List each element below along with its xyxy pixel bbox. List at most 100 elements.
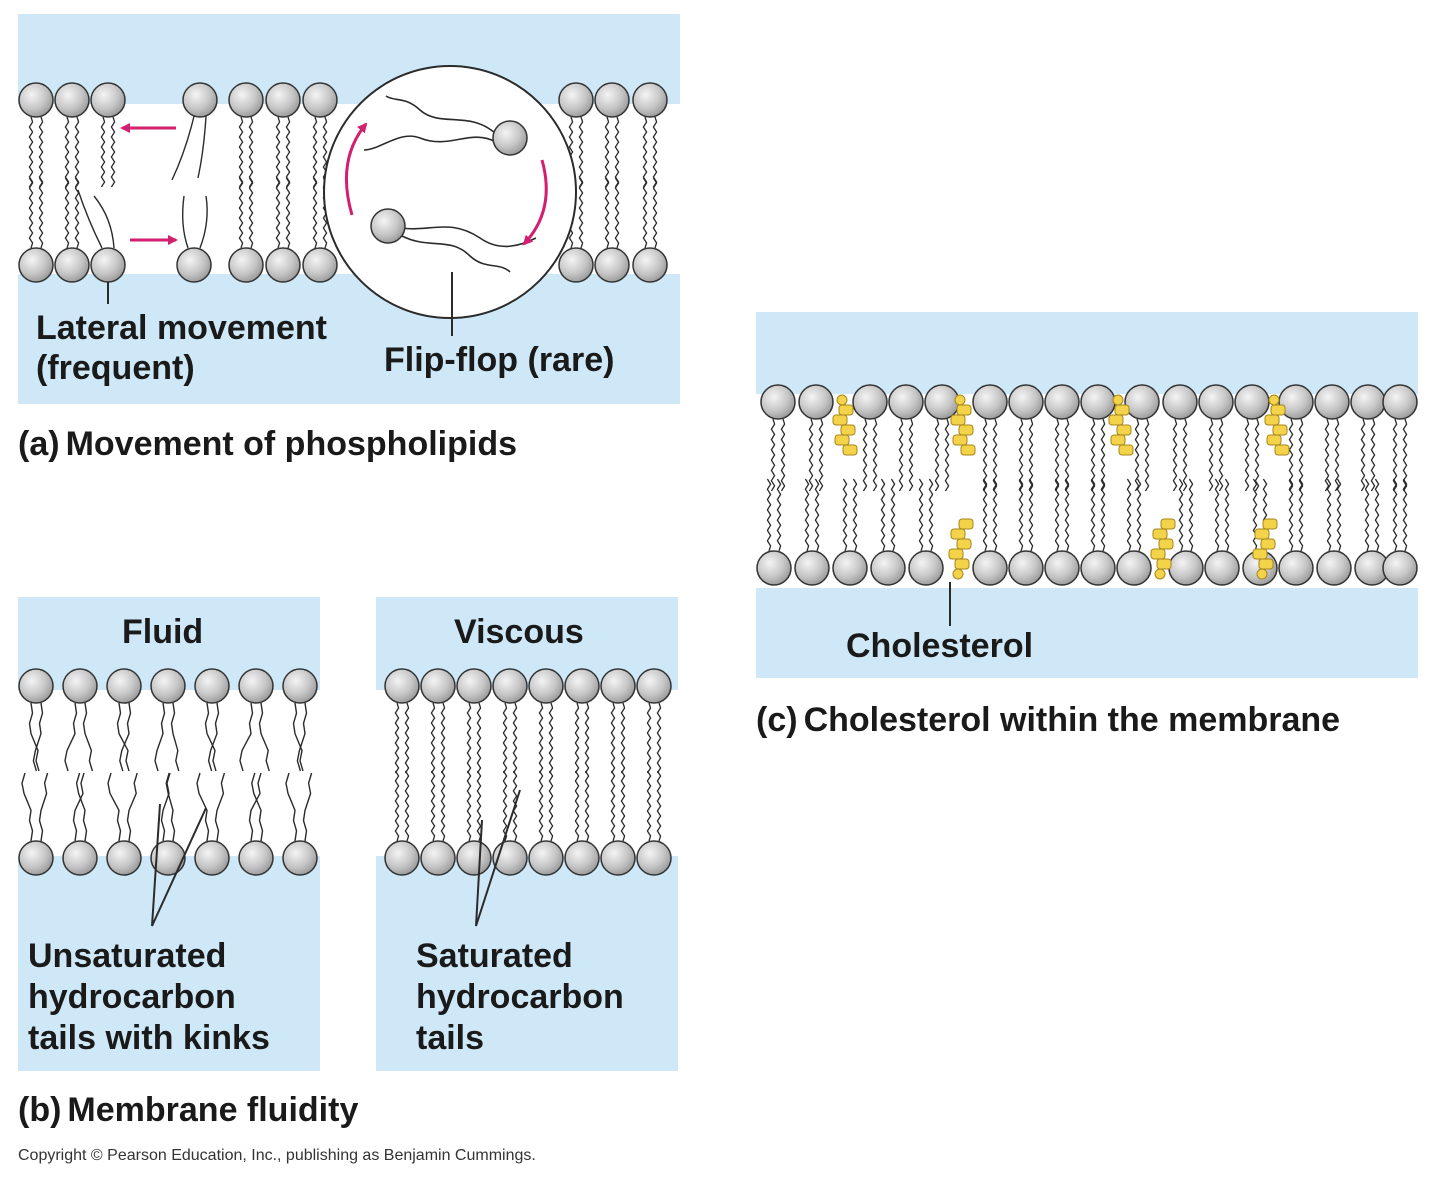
cholesterol-ring [1156, 558, 1172, 570]
hydrocarbon-tail [171, 115, 195, 181]
cholesterol-molecules [832, 394, 1290, 580]
phospholipid-head [1080, 384, 1116, 420]
kinked-tail [28, 702, 40, 772]
hydrocarbon-tail [275, 116, 281, 188]
hydrocarbon-tail [584, 770, 590, 842]
cholesterol-ring [838, 404, 854, 416]
hydrocarbon-tail [401, 226, 537, 248]
phospholipid-head [1044, 384, 1080, 420]
hydrocarbon-tail [1054, 478, 1060, 552]
phospholipid-head [62, 668, 98, 704]
cholesterol-ring [834, 434, 850, 446]
phospholipid-head [564, 668, 600, 704]
cholesterol-ring [1160, 518, 1176, 530]
phospholipid-head [972, 550, 1008, 586]
hydrocarbon-tail [944, 418, 950, 492]
cholesterol-ring [1116, 424, 1132, 436]
hydrocarbon-tail [77, 189, 103, 249]
hydrocarbon-tail [1018, 418, 1024, 492]
lateral-movement-label-line2: (frequent) [36, 349, 195, 387]
hydrocarbon-tail [285, 116, 291, 188]
phospholipid-head [972, 384, 1008, 420]
cholesterol-ring [1110, 434, 1126, 446]
cholesterol-ring [842, 444, 858, 456]
phospholipid-head [1382, 384, 1418, 420]
kinked-tail [258, 702, 270, 772]
hydrocarbon-tail [652, 177, 658, 249]
phospholipid-head [1008, 550, 1044, 586]
cholesterol-molecule [1150, 518, 1176, 580]
phospholipid-head [1198, 384, 1234, 420]
hydrocarbon-tail [646, 770, 652, 842]
cholesterol-ring [1118, 444, 1134, 456]
cholesterol-hydroxyl [1256, 568, 1268, 580]
phospholipid-head [1316, 550, 1352, 586]
phospholipid-head [528, 668, 564, 704]
cholesterol-ring [950, 414, 966, 426]
hydrocarbon-tail [604, 177, 610, 249]
caption-b-letter: (b) [18, 1091, 62, 1129]
hydrocarbon-tail [401, 235, 511, 273]
cholesterol-molecule [950, 394, 976, 456]
hydrocarbon-tail [804, 478, 810, 552]
hydrocarbon-tail [385, 95, 497, 135]
hydrocarbon-tail [1208, 418, 1214, 492]
phospholipid-head [18, 668, 54, 704]
phospholipid-head [1314, 384, 1350, 420]
lateral-movement-label-line1: Lateral movement [36, 309, 327, 347]
phospholipid-head [282, 668, 318, 704]
kinked-tail [302, 772, 313, 842]
flip-flop-arrow-right [522, 159, 548, 246]
caption-a-text: Movement of phospholipids [65, 425, 517, 463]
hydrocarbon-tail [100, 116, 106, 188]
phospholipid-head [632, 82, 668, 118]
hydrocarbon-tail [1288, 418, 1294, 492]
phospholipid-head [384, 668, 420, 704]
phospholipid-head [1350, 384, 1386, 420]
hydrocarbon-tail [394, 702, 400, 774]
phospholipid-head [182, 82, 218, 118]
saturated-label-line2: hydrocarbon [416, 978, 624, 1016]
hydrocarbon-tail [1028, 478, 1034, 552]
phospholipid-head [150, 840, 186, 876]
cholesterol-ring [952, 434, 968, 446]
phospholipid-head [150, 668, 186, 704]
phospholipid-head [1278, 550, 1314, 586]
hydrocarbon-tail [1100, 418, 1106, 492]
hydrocarbon-tail [578, 116, 584, 188]
saturated-leader-line [475, 789, 521, 927]
hydrocarbon-tail [394, 770, 400, 842]
hydrocarbon-tail [574, 702, 580, 774]
hydrocarbon-tail [862, 418, 868, 492]
cholesterol-ring [1270, 404, 1286, 416]
phospholipid-head [194, 668, 230, 704]
hydrocarbon-tail [1188, 478, 1194, 552]
hydrocarbon-tail [1218, 418, 1224, 492]
phospholipid-head [492, 668, 528, 704]
cholesterol-label: Cholesterol [846, 627, 1034, 665]
cholesterol-ring [840, 424, 856, 436]
fluid-title: Fluid [122, 613, 204, 651]
kinked-tail [248, 772, 262, 842]
hydrocarbon-tail [872, 418, 878, 492]
caption-c-letter: (c) [756, 701, 798, 739]
kinked-tail [38, 772, 49, 842]
hydrocarbon-tail [1288, 478, 1294, 552]
hydrocarbon-tail [1360, 418, 1366, 492]
cholesterol-ring [832, 414, 848, 426]
phospholipid-head [228, 247, 264, 283]
phospholipid-head [870, 550, 906, 586]
phospholipid-head [106, 840, 142, 876]
hydrocarbon-tail [1244, 418, 1250, 492]
hydrocarbon-tail [1144, 418, 1150, 492]
flip-flop-lipids [363, 95, 537, 273]
phospholipid-head [384, 840, 420, 876]
kinked-tail [21, 772, 34, 842]
hydrocarbon-tail [574, 770, 580, 842]
cholesterol-ring [1254, 528, 1270, 540]
kinked-tail [116, 702, 130, 772]
panel-a-movement [18, 14, 680, 404]
hydrocarbon-tail [440, 770, 446, 842]
cholesterol-molecule [1108, 394, 1134, 456]
